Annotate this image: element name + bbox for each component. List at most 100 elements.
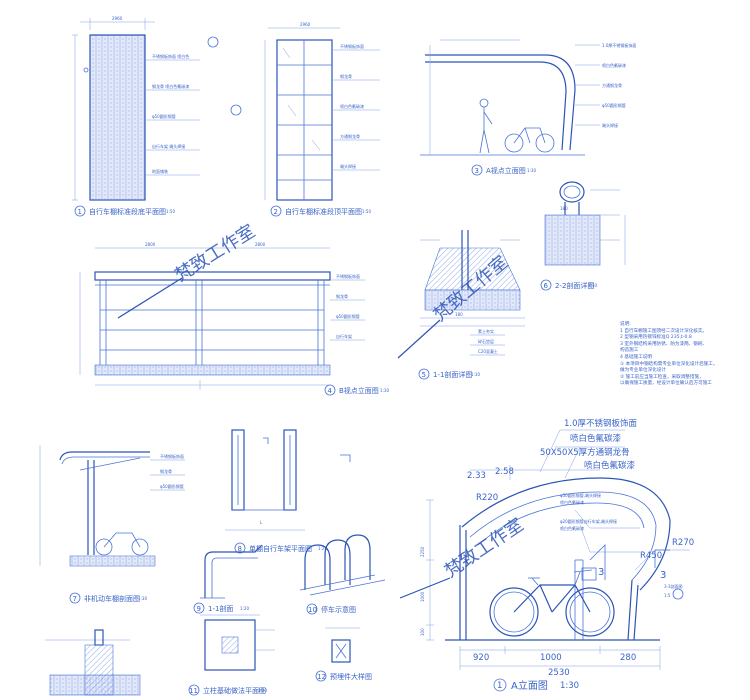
svg-text:自行车棚标准段底平面图: 自行车棚标准段底平面图 [89, 207, 166, 216]
svg-text:1:20: 1:20 [258, 688, 267, 693]
svg-text:1-1剖面详图: 1-1剖面详图 [433, 370, 472, 379]
svg-text:A视点立面图: A视点立面图 [486, 166, 526, 175]
view-11-title: 11 立柱基础做法平面图 1:20 [188, 684, 267, 696]
svg-text:B视点立面图: B视点立面图 [339, 386, 379, 395]
view-big-a-elevation [426, 429, 690, 670]
svg-text:50X50X5厚方通钢龙骨: 50X50X5厚方通钢龙骨 [540, 447, 630, 458]
svg-text:C20混凝土: C20混凝土 [478, 348, 498, 354]
svg-text:φ50圆形钢管: φ50圆形钢管 [602, 102, 626, 108]
svg-text:非机动车棚剖面图: 非机动车棚剖面图 [84, 594, 140, 603]
svg-text:地面铺装: 地面铺装 [152, 168, 168, 174]
svg-text:2800: 2800 [255, 242, 266, 247]
view-big-title: 1 A立面图 1:30 [493, 678, 579, 692]
view-cut-title: 3-3剖面图 1:5 [664, 583, 683, 598]
svg-text:1:30: 1:30 [471, 372, 480, 377]
svg-text:1000: 1000 [420, 591, 425, 602]
svg-text:φ50圆形钢管,端头焊接: φ50圆形钢管,端头焊接 [560, 492, 601, 498]
svg-text:3: 3 [598, 567, 604, 578]
svg-text:2960: 2960 [112, 16, 123, 21]
view-top-plan: 不锈钢板饰面 钢龙骨 喷白色氟碳漆 方通钢龙骨 端头焊接 [264, 27, 380, 201]
view-bottom-plan: 不锈钢板饰面 喷白色 钢龙骨 喷白色氟碳漆 φ50圆形钢管 自行车架 端头焊接 … [72, 18, 242, 201]
view-big-labels: 1.0厚不锈钢板饰面 喷白色氟碳漆 50X50X5厚方通钢龙骨 喷白色氟碳漆 φ… [476, 418, 694, 581]
view-b-elevation: 不锈钢板饰面 钢龙骨 φ50圆形钢管 自行车架 [79, 247, 365, 390]
view-8-title: 8 单棚自行车架平面图 1:20 L [234, 520, 327, 554]
svg-text:2250: 2250 [420, 546, 425, 557]
svg-text:180: 180 [455, 312, 463, 317]
view-big-dimensions: 2.33 2.58 2250 1000 100 920 1000 280 253… [420, 467, 636, 678]
svg-text:喷白色氟碳漆: 喷白色氟碳漆 [340, 103, 364, 109]
view-12-title: 12 预埋件大样图 [315, 670, 372, 682]
view-parking-3d [299, 534, 386, 596]
svg-text:不锈钢板饰面: 不锈钢板饰面 [336, 273, 360, 279]
svg-text:1:30: 1:30 [380, 388, 389, 393]
svg-text:单棚自行车架平面图: 单棚自行车架平面图 [249, 544, 312, 553]
svg-text:喷白色氟碳漆: 喷白色氟碳漆 [602, 62, 626, 68]
svg-text:12: 12 [317, 673, 326, 681]
view-rack-section [200, 544, 263, 599]
svg-text:立柱基础做法平面图: 立柱基础做法平面图 [203, 686, 266, 695]
view-4-title: 4 B视点立面图 1:30 [324, 384, 389, 396]
view-rack-plan [225, 429, 351, 531]
svg-text:2: 2 [274, 208, 278, 216]
svg-text:920: 920 [473, 653, 489, 663]
svg-text:φ50圆形钢管: φ50圆形钢管 [152, 113, 176, 119]
svg-text:10: 10 [308, 606, 317, 614]
svg-text:11: 11 [189, 687, 198, 695]
view-9-title: 9 1-1剖面 1:20 [193, 602, 249, 614]
svg-text:R220: R220 [476, 493, 498, 503]
svg-text:钢龙骨: 钢龙骨 [160, 468, 172, 474]
svg-text:1: 1 [497, 681, 502, 691]
svg-text:钢龙骨: 钢龙骨 [340, 73, 352, 79]
svg-text:φ50圆形钢管: φ50圆形钢管 [336, 313, 360, 319]
small-dimensions: 2960 2960 2800 2800 180 180 [112, 16, 568, 317]
svg-text:8: 8 [238, 545, 242, 553]
svg-text:6: 6 [544, 282, 549, 290]
svg-text:L: L [260, 520, 263, 525]
svg-text:9: 9 [197, 605, 201, 613]
svg-text:2-2剖面详图: 2-2剖面详图 [555, 281, 594, 290]
view-embed-detail [325, 627, 360, 663]
svg-text:2530: 2530 [548, 668, 570, 678]
svg-text:喷白色氟碳漆: 喷白色氟碳漆 [560, 525, 584, 531]
svg-text:1:30: 1:30 [527, 168, 536, 173]
svg-text:180: 180 [560, 206, 568, 211]
svg-text:5: 5 [422, 371, 426, 379]
svg-text:4: 4 [328, 387, 333, 395]
svg-text:A立面图: A立面图 [511, 679, 548, 692]
view-2-title: 2 自行车棚标准段顶平面图 1:50 [270, 205, 371, 217]
view-3-title: 3 A视点立面图 1:30 [471, 164, 536, 176]
svg-text:3-3剖面图: 3-3剖面图 [664, 583, 683, 589]
design-notes: 说明: 1 自行车棚施工图须经二次设计深化核实。 2 型钢采用热镀锌标准Q 23… [620, 322, 718, 387]
svg-text:280: 280 [620, 653, 636, 663]
svg-text:3: 3 [475, 167, 479, 175]
view-section-2-2 [544, 181, 626, 266]
svg-text:1:50: 1:50 [362, 209, 371, 214]
svg-text:自行车棚标准段顶平面图: 自行车棚标准段顶平面图 [285, 207, 362, 216]
svg-text:1.0厚不锈钢板饰面: 1.0厚不锈钢板饰面 [602, 42, 636, 48]
svg-text:2800: 2800 [145, 242, 156, 247]
view-foundation [45, 614, 275, 696]
svg-text:1:5: 1:5 [664, 593, 671, 598]
view-1-title: 1 自行车棚标准段底平面图 1:50 [74, 205, 175, 217]
svg-text:1:20: 1:20 [240, 606, 249, 611]
svg-text:φ50圆形钢管: φ50圆形钢管 [160, 483, 184, 489]
svg-text:不锈钢板饰面 喷白色: 不锈钢板饰面 喷白色 [152, 53, 189, 59]
svg-text:方通钢龙骨: 方通钢龙骨 [340, 133, 360, 139]
view-shed-section: 不锈钢板饰面 钢龙骨 φ50圆形钢管 [39, 445, 185, 567]
svg-text:不锈钢板饰面: 不锈钢板饰面 [340, 43, 364, 49]
svg-text:1-1剖面: 1-1剖面 [208, 604, 233, 613]
svg-text:喷白色氟碳漆: 喷白色氟碳漆 [584, 460, 636, 471]
svg-text:7: 7 [73, 595, 77, 603]
svg-text:喷白色氟碳漆: 喷白色氟碳漆 [570, 433, 622, 444]
svg-text:1.0厚不锈钢板饰面: 1.0厚不锈钢板饰面 [564, 418, 638, 429]
svg-text:钢龙骨 喷白色氟碳漆: 钢龙骨 喷白色氟碳漆 [152, 83, 189, 89]
svg-text:自行车架: 自行车架 [336, 333, 352, 339]
svg-text:钢龙骨: 钢龙骨 [336, 293, 348, 299]
svg-text:φ20圆形钢管自行车架,端头焊接: φ20圆形钢管自行车架,端头焊接 [560, 518, 617, 524]
view-7-title: 7 非机动车棚剖面图 1:30 [69, 592, 147, 604]
svg-text:端头焊接: 端头焊接 [340, 163, 356, 169]
svg-text:100: 100 [420, 628, 425, 636]
svg-text:不锈钢板饰面: 不锈钢板饰面 [160, 453, 184, 459]
view-5-title: 5 1-1剖面详图 1:30 [418, 368, 480, 380]
